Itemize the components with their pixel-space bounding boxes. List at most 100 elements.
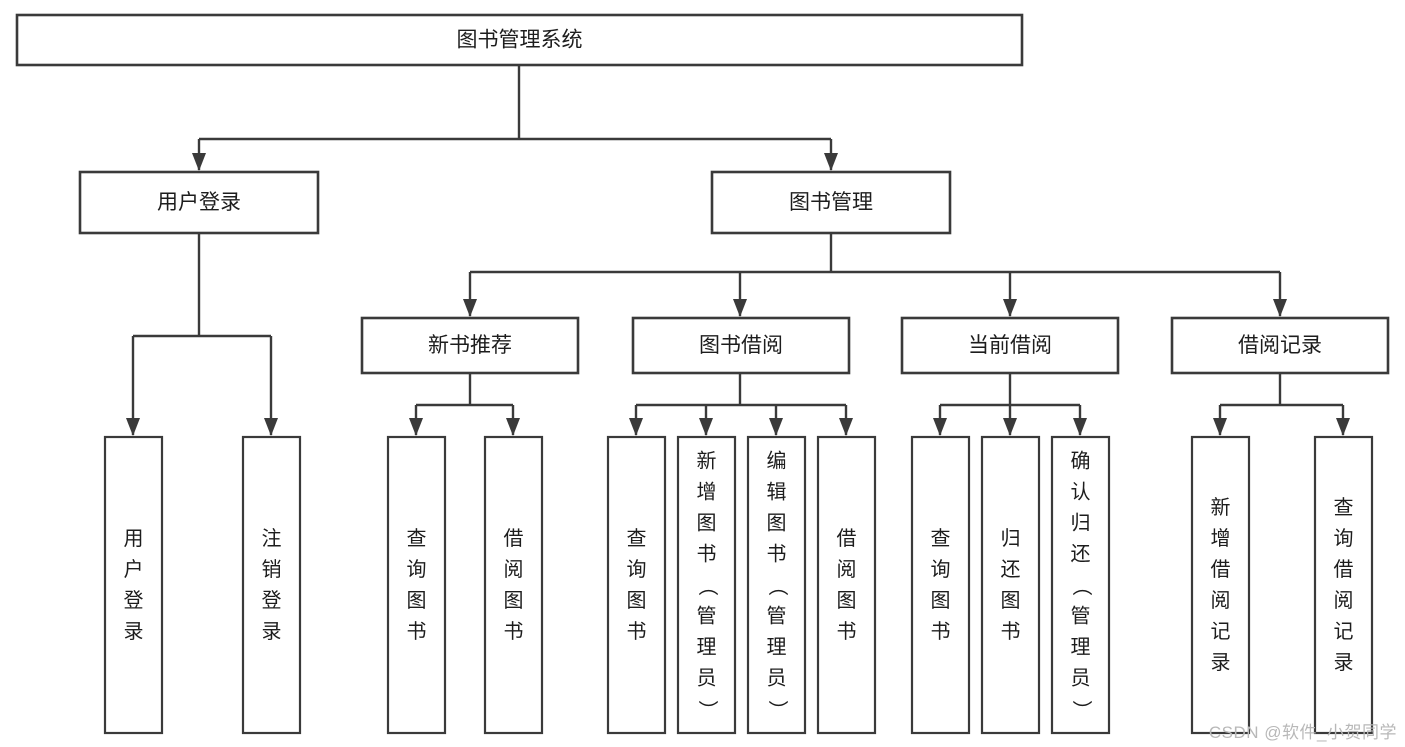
arrow-head-icon bbox=[506, 418, 520, 436]
node-box-leaf-query-book-rec[interactable] bbox=[386, 435, 447, 735]
node-box-leaf-user-login[interactable] bbox=[103, 435, 164, 735]
svg-text:员: 员 bbox=[767, 667, 787, 689]
svg-text:还: 还 bbox=[1071, 542, 1091, 565]
svg-text:记: 记 bbox=[1334, 620, 1354, 643]
node-box-leaf-add-book[interactable] bbox=[676, 435, 737, 735]
svg-text:录: 录 bbox=[124, 621, 144, 643]
svg-text:询: 询 bbox=[931, 558, 951, 581]
arrow-head-icon bbox=[1073, 418, 1087, 436]
svg-text:查: 查 bbox=[627, 527, 647, 550]
svg-text:归: 归 bbox=[1001, 527, 1021, 550]
svg-text:销: 销 bbox=[262, 558, 282, 581]
arrow-head-icon bbox=[192, 153, 206, 171]
svg-text:（: （ bbox=[766, 576, 789, 596]
node-box-leaf-edit-book[interactable] bbox=[746, 435, 807, 735]
svg-text:员: 员 bbox=[1071, 667, 1091, 689]
node-box-book-borrow[interactable] bbox=[631, 316, 851, 375]
svg-text:确: 确 bbox=[1071, 449, 1091, 472]
arrow-head-icon bbox=[1003, 299, 1017, 317]
arrow-head-icon bbox=[733, 299, 747, 317]
svg-text:借: 借 bbox=[1211, 558, 1231, 581]
svg-text:图: 图 bbox=[1001, 590, 1021, 612]
arrow-head-icon bbox=[463, 299, 477, 317]
svg-text:）: ） bbox=[696, 700, 719, 720]
node-label-new-book-recommend: 新书推荐 bbox=[428, 334, 512, 357]
svg-text:图: 图 bbox=[504, 590, 524, 612]
node-box-leaf-query-book-borrow[interactable] bbox=[606, 435, 667, 735]
node-box-leaf-borrow-book[interactable] bbox=[816, 435, 877, 735]
svg-text:询: 询 bbox=[627, 558, 647, 581]
node-box-leaf-logout-login[interactable] bbox=[241, 435, 302, 735]
node-label-current-borrow: 当前借阅 bbox=[968, 334, 1052, 357]
svg-text:登: 登 bbox=[124, 589, 144, 612]
arrow-head-icon bbox=[126, 418, 140, 436]
svg-text:管: 管 bbox=[767, 604, 787, 627]
svg-text:书: 书 bbox=[504, 620, 524, 643]
node-box-leaf-add-record[interactable] bbox=[1190, 435, 1251, 735]
node-box-user-login[interactable] bbox=[78, 170, 320, 235]
svg-text:新: 新 bbox=[697, 449, 717, 472]
svg-text:询: 询 bbox=[407, 558, 427, 581]
arrow-head-icon bbox=[1003, 418, 1017, 436]
node-label-book-manage: 图书管理 bbox=[789, 191, 873, 214]
arrow-head-icon bbox=[699, 418, 713, 436]
svg-text:理: 理 bbox=[767, 636, 787, 658]
svg-text:户: 户 bbox=[124, 558, 144, 581]
svg-text:阅: 阅 bbox=[1211, 589, 1231, 612]
csdn-watermark: CSDN @软件_小贺同学 bbox=[1208, 723, 1397, 742]
arrow-head-icon bbox=[1213, 418, 1227, 436]
svg-text:书: 书 bbox=[1001, 620, 1021, 643]
arrow-head-icon bbox=[769, 418, 783, 436]
node-box-leaf-return-book[interactable] bbox=[980, 435, 1041, 735]
node-box-leaf-query-book-cur[interactable] bbox=[910, 435, 971, 735]
svg-text:书: 书 bbox=[697, 542, 717, 565]
arrow-head-icon bbox=[264, 418, 278, 436]
node-box-current-borrow[interactable] bbox=[900, 316, 1120, 375]
svg-text:借: 借 bbox=[504, 527, 524, 550]
node-box-new-book-recommend[interactable] bbox=[360, 316, 580, 375]
svg-text:书: 书 bbox=[767, 542, 787, 565]
svg-text:录: 录 bbox=[262, 621, 282, 643]
node-box-leaf-borrow-book-rec[interactable] bbox=[483, 435, 544, 735]
svg-text:图: 图 bbox=[697, 512, 717, 534]
svg-text:登: 登 bbox=[262, 589, 282, 612]
arrow-head-icon bbox=[1336, 418, 1350, 436]
diagram-nodes-layer: 图书管理系统用户登录图书管理新书推荐图书借阅当前借阅借阅记录用户登录注销登录查询… bbox=[15, 13, 1390, 735]
svg-text:询: 询 bbox=[1334, 527, 1354, 550]
svg-text:管: 管 bbox=[697, 604, 717, 627]
svg-text:归: 归 bbox=[1071, 511, 1091, 534]
node-label-leaf-user-login: 用户登录 bbox=[124, 528, 144, 643]
svg-text:（: （ bbox=[696, 576, 719, 596]
node-label-borrow-record: 借阅记录 bbox=[1238, 334, 1322, 357]
svg-text:阅: 阅 bbox=[837, 558, 857, 581]
svg-text:书: 书 bbox=[627, 620, 647, 643]
svg-text:（: （ bbox=[1070, 576, 1093, 596]
node-box-book-manage[interactable] bbox=[710, 170, 952, 235]
svg-text:编: 编 bbox=[767, 449, 787, 472]
svg-text:书: 书 bbox=[931, 620, 951, 643]
svg-text:查: 查 bbox=[931, 527, 951, 550]
svg-text:书: 书 bbox=[837, 620, 857, 643]
svg-text:阅: 阅 bbox=[1334, 589, 1354, 612]
node-box-borrow-record[interactable] bbox=[1170, 316, 1390, 375]
svg-text:）: ） bbox=[1070, 700, 1093, 720]
node-box-root[interactable] bbox=[15, 13, 1024, 67]
svg-text:查: 查 bbox=[407, 527, 427, 550]
node-box-leaf-query-record[interactable] bbox=[1313, 435, 1374, 735]
arrow-head-icon bbox=[824, 153, 838, 171]
svg-text:员: 员 bbox=[697, 667, 717, 689]
svg-text:理: 理 bbox=[1071, 636, 1091, 658]
node-box-leaf-confirm-return[interactable] bbox=[1050, 435, 1111, 735]
svg-text:记: 记 bbox=[1211, 620, 1231, 643]
svg-text:图: 图 bbox=[627, 590, 647, 612]
arrow-head-icon bbox=[629, 418, 643, 436]
svg-text:图: 图 bbox=[407, 590, 427, 612]
svg-text:管: 管 bbox=[1071, 604, 1091, 627]
